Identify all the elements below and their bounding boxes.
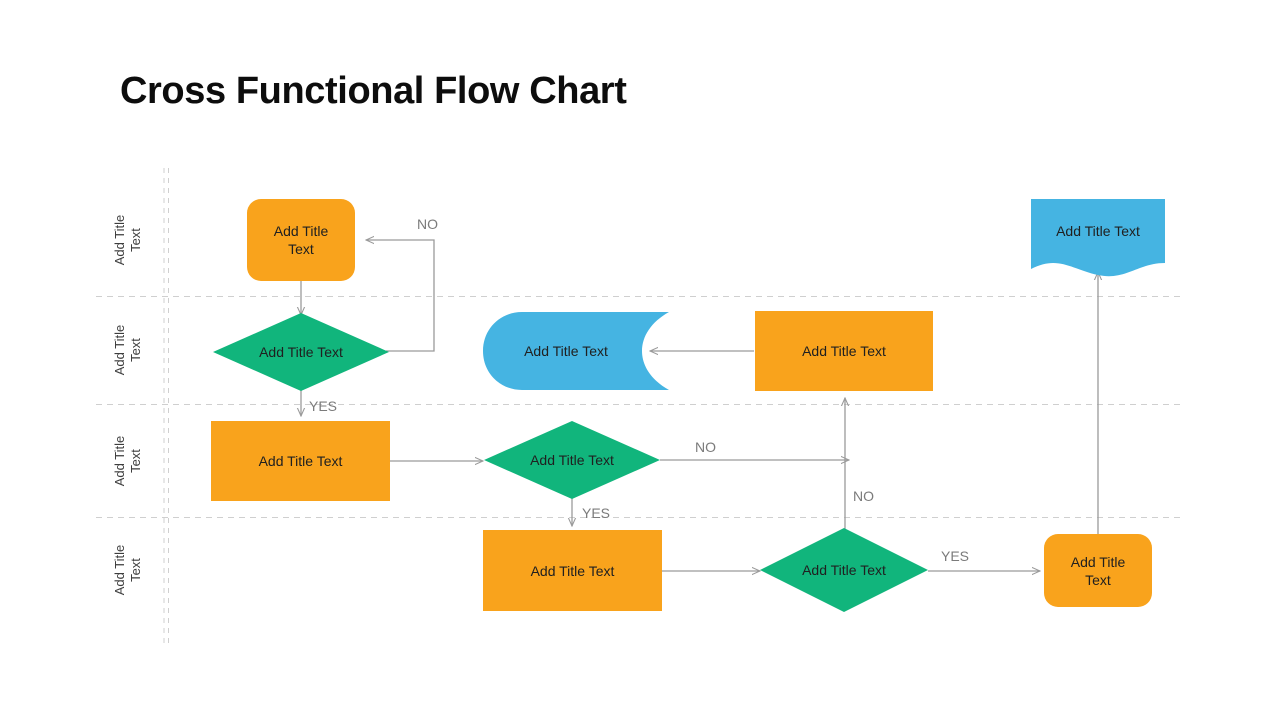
edge-label-yes-lane3: YES — [582, 505, 611, 521]
node-n1-process[interactable]: Add Title Text — [247, 199, 355, 281]
edge-label-no-vertical: NO — [853, 488, 874, 504]
node-n3-delay[interactable]: Add Title Text — [483, 312, 669, 390]
edge-label-no-lane3: NO — [695, 439, 716, 455]
node-n10-process[interactable]: Add Title Text — [1044, 534, 1152, 607]
tape-shape — [483, 312, 669, 390]
diamond-shape — [213, 313, 389, 391]
node-n9-decision[interactable]: Add Title Text — [760, 528, 928, 612]
diamond-shape — [484, 421, 660, 499]
page-title: Cross Functional Flow Chart — [120, 70, 627, 112]
lane-label-4: Add Title Text — [112, 544, 143, 596]
node-n10-label: Add Title Text — [1070, 553, 1126, 588]
node-n6-label: Add Title Text — [258, 453, 343, 469]
lane-label-2: Add Title Text — [112, 324, 143, 376]
document-shape — [1031, 199, 1165, 277]
node-n6-process[interactable]: Add Title Text — [211, 421, 390, 501]
node-n2-decision[interactable]: Add Title Text — [213, 313, 389, 391]
edge-label-yes-lane4: YES — [941, 548, 970, 564]
edge-label-yes-lane2: YES — [309, 398, 338, 414]
node-n8-label: Add Title Text — [530, 562, 615, 579]
lane-label-3: Add Title Text — [112, 435, 143, 487]
node-n8-process[interactable]: Add Title Text — [483, 530, 662, 611]
node-n7-decision[interactable]: Add Title Text — [484, 421, 660, 499]
edge-label-loop-no: NO — [417, 216, 438, 232]
diamond-shape — [760, 528, 928, 612]
node-n4-process[interactable]: Add Title Text — [755, 311, 933, 391]
node-n1-label: Add Title Text — [273, 223, 329, 257]
node-n5-document[interactable]: Add Title Text — [1031, 199, 1165, 279]
lane-label-1: Add Title Text — [112, 214, 143, 266]
node-n4-label: Add Title Text — [802, 343, 886, 359]
